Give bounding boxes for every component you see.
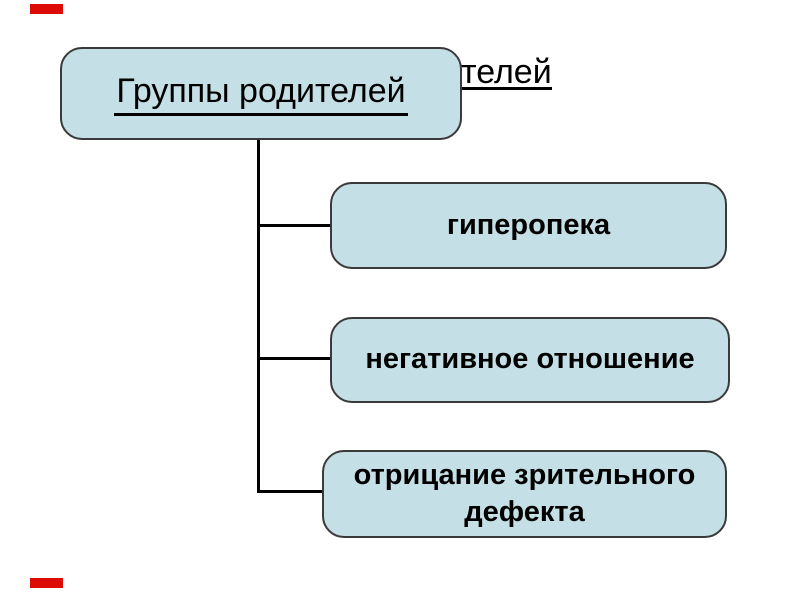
red-accent-bar-bottom <box>30 578 63 588</box>
child-box-hyperprotection: гиперопека <box>330 182 727 269</box>
tree-trunk-line <box>257 138 260 493</box>
child-box-label-line-1: отрицание зрительного <box>353 458 696 491</box>
child-box-label: негативное отношение <box>365 343 695 376</box>
child-box-label: гиперопека <box>446 208 611 241</box>
child-box-label-line-2: дефекта <box>464 496 585 528</box>
red-accent-bar-top <box>30 4 63 14</box>
child-box-defect-denial: отрицание зрительного дефекта <box>322 450 727 538</box>
branch-line-2 <box>257 357 333 360</box>
branch-line-3 <box>257 490 325 493</box>
child-box-negative-attitude: негативное отношение <box>330 317 730 403</box>
slide-title-fragment: телей <box>461 53 552 91</box>
root-box-parent-groups: Группы родителей <box>60 47 462 140</box>
branch-line-1 <box>257 224 333 227</box>
root-box-label: Группы родителей <box>114 72 408 116</box>
